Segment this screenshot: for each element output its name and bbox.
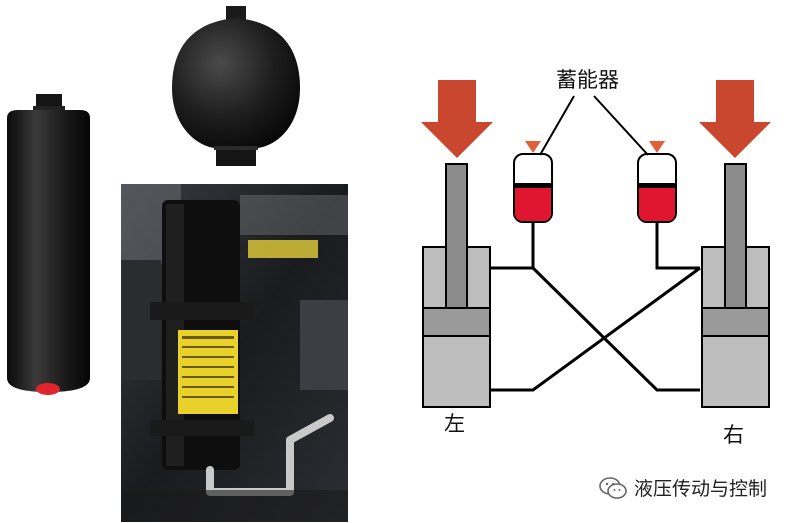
right-accumulator-symbol <box>637 141 677 223</box>
right-force-arrow <box>699 80 771 158</box>
wechat-icon <box>599 476 627 499</box>
pipe-lines <box>490 222 701 392</box>
left-cylinder <box>422 163 491 408</box>
left-accumulator-symbol <box>513 141 553 223</box>
watermark: 液压传动与控制 <box>598 474 767 501</box>
right-label: 右 <box>723 423 744 447</box>
left-force-arrow <box>421 80 493 158</box>
watermark-text: 液压传动与控制 <box>634 478 768 500</box>
piston-accumulator-image <box>7 94 90 395</box>
left-label: 左 <box>444 412 465 436</box>
accumulator-label: 蓄能器 <box>556 68 619 92</box>
hydraulic-schematic <box>421 80 771 408</box>
label-leader-lines <box>539 95 649 156</box>
installed-accumulator-photo <box>121 184 348 522</box>
right-cylinder <box>701 163 770 408</box>
bladder-accumulator-image <box>172 6 300 166</box>
